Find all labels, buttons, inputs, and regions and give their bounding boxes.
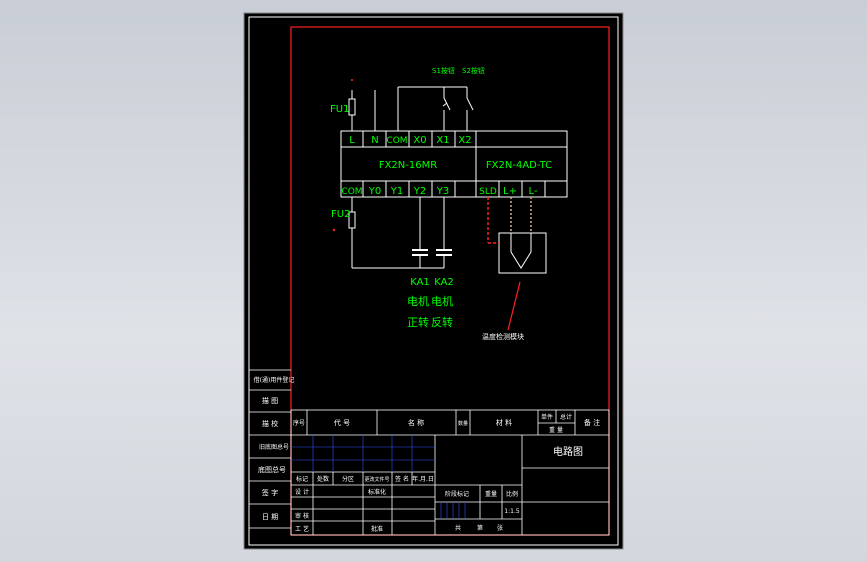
plc-bottom-terminal-lminus: L- — [528, 186, 537, 197]
plc-bottom-terminal-sld: SLD — [479, 187, 497, 197]
sensor-callout-line — [507, 281, 521, 331]
tb-header-seq: 序号 — [293, 419, 305, 427]
side-stamp-5: 签 字 — [262, 488, 278, 497]
sensor-leads — [332, 79, 532, 331]
motor-label-2b: 反转 — [431, 315, 453, 329]
tb-rev-date: 年.月.日 — [412, 475, 434, 483]
plc-top-terminal-x2: X2 — [458, 135, 471, 146]
switch-label-s2: S2按钮 — [462, 66, 485, 75]
sensor-label: 温度检测模块 — [482, 332, 524, 341]
plc-bottom-terminal-y0: Y0 — [368, 186, 381, 197]
plc-top-terminal-n: N — [371, 135, 378, 146]
tb-sheets-total: 共 — [455, 524, 461, 532]
ad-model-label: FX2N-4AD-TC — [486, 160, 552, 171]
relay-label-ka2: KA2 — [434, 277, 454, 288]
circuit-labels: FU1 FU2 S1按钮 S2按钮 L N COM X0 X1 X2 FX2N-… — [330, 66, 552, 329]
tb-header-material: 材 料 — [496, 418, 512, 427]
tb-weight-label: 重 量 — [549, 426, 563, 434]
side-stamp-column — [249, 369, 291, 529]
tb-design: 设 计 — [295, 488, 309, 496]
tb-scale-value: 1:1.5 — [504, 508, 520, 515]
side-stamp-labels: 借(通)用件登记 描 图 描 校 旧底图总号 底图总号 签 字 日 期 — [254, 376, 295, 521]
plc-body — [340, 130, 568, 198]
plc-bottom-terminal-y2: Y2 — [413, 186, 426, 197]
relay-label-ka1: KA1 — [410, 277, 430, 288]
tb-header-unit: 单件 — [541, 413, 553, 421]
tb-rev-zone: 分区 — [342, 475, 354, 483]
circuit — [340, 86, 568, 274]
sensor-box — [498, 232, 547, 274]
fuse2-label: FU2 — [331, 209, 350, 220]
outer-frame — [248, 16, 619, 546]
title-block — [290, 409, 610, 536]
plc-top-terminal-x1: X1 — [436, 135, 449, 146]
side-stamp-0: 借(通)用件登记 — [254, 376, 295, 384]
motor-label-1b: 正转 — [407, 315, 429, 329]
tb-sheet-suffix: 张 — [497, 524, 503, 532]
tb-rev-mark: 标记 — [296, 475, 308, 483]
title-block-blue-grid — [291, 435, 466, 519]
plc-top-terminal-x0: X0 — [413, 135, 426, 146]
tb-weight: 重量 — [485, 490, 497, 498]
side-stamp-2: 描 校 — [262, 419, 278, 428]
side-stamp-1: 描 图 — [262, 396, 278, 405]
tb-sheet-no: 第 — [477, 524, 483, 532]
tb-drawing-title: 电路图 — [553, 445, 583, 458]
switch-label-s1: S1按钮 — [432, 66, 455, 75]
tb-header-remark: 备 注 — [584, 418, 600, 427]
tb-rev-file: 更改文件号 — [364, 476, 389, 483]
tb-header-code: 代 号 — [334, 418, 350, 427]
tb-craft: 工 艺 — [295, 525, 309, 533]
plc-bottom-terminal-lplus: L+ — [503, 186, 517, 197]
motor-label-1a: 电机 — [407, 294, 429, 308]
plc-bottom-terminal-y1: Y1 — [390, 186, 403, 197]
plc-bottom-terminal-y3: Y3 — [436, 186, 449, 197]
tb-rev-count: 处数 — [317, 475, 329, 483]
side-stamp-4: 底图总号 — [258, 465, 286, 474]
drawing-sheet — [243, 12, 624, 550]
tb-check: 审 核 — [295, 512, 309, 520]
motor-label-2a: 电机 — [431, 294, 453, 308]
tb-standard: 标准化 — [368, 488, 386, 496]
tb-rev-sign: 签 名 — [395, 475, 409, 483]
side-stamp-6: 日 期 — [262, 513, 278, 521]
plc-top-terminal-l: L — [349, 135, 355, 146]
plc-top-terminal-com: COM — [386, 136, 407, 146]
tb-header-name: 名 称 — [408, 418, 424, 427]
tb-approve: 批准 — [371, 525, 383, 533]
tb-stage-mark: 阶段标记 — [445, 490, 469, 498]
plc-model-label: FX2N-16MR — [379, 160, 437, 171]
tb-header-qty: 数量 — [458, 420, 468, 427]
fuse1-label: FU1 — [330, 104, 349, 115]
side-stamp-3: 旧底图总号 — [259, 443, 289, 451]
title-block-text: 序号 代 号 名 称 数量 材 料 单件 总计 备 注 重 量 电路图 标记 处… — [293, 413, 600, 533]
tb-scale-label: 比例 — [506, 490, 518, 498]
plc-bottom-terminal-com: COM — [341, 187, 362, 197]
tb-header-total: 总计 — [560, 413, 572, 421]
